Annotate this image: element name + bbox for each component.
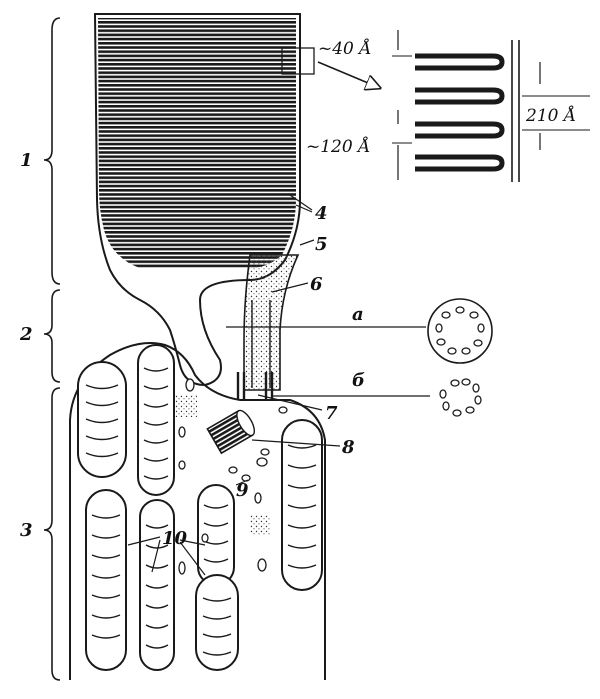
part-label-10: 10: [162, 528, 188, 549]
section-label-2: 2: [19, 324, 33, 345]
mitochondrion: [196, 575, 238, 670]
part-label-8: 8: [341, 437, 355, 458]
centriole: [207, 408, 257, 453]
mitochondria: [78, 345, 322, 670]
part-label-4: 4: [315, 203, 328, 224]
part-label-7: 7: [325, 403, 338, 424]
magnify-arrow: [318, 62, 380, 88]
section-braces: [44, 18, 60, 680]
cross-section-b: [440, 379, 481, 416]
section-label-3: 3: [20, 520, 33, 541]
part-label-5: 5: [315, 234, 328, 255]
mitochondrion: [282, 420, 322, 590]
part-label-9: 9: [236, 480, 249, 501]
mitochondrion: [78, 362, 126, 477]
part-label-6: 6: [310, 274, 323, 295]
mitochondrion: [140, 500, 174, 670]
section-label-1: 1: [20, 150, 33, 171]
mitochondrion: [86, 490, 126, 670]
mitochondrion: [138, 345, 174, 495]
dim-disc-period: 210 Å: [525, 105, 576, 126]
dim-disc-thickness: ~40 Å: [318, 38, 372, 59]
outer-segment: [95, 14, 314, 385]
cross-section-a: [428, 299, 492, 363]
cross-section-label-a: а: [352, 304, 364, 325]
dim-disc-gap: ~120 Å: [306, 136, 370, 157]
cross-section-label-b: б: [352, 370, 365, 391]
